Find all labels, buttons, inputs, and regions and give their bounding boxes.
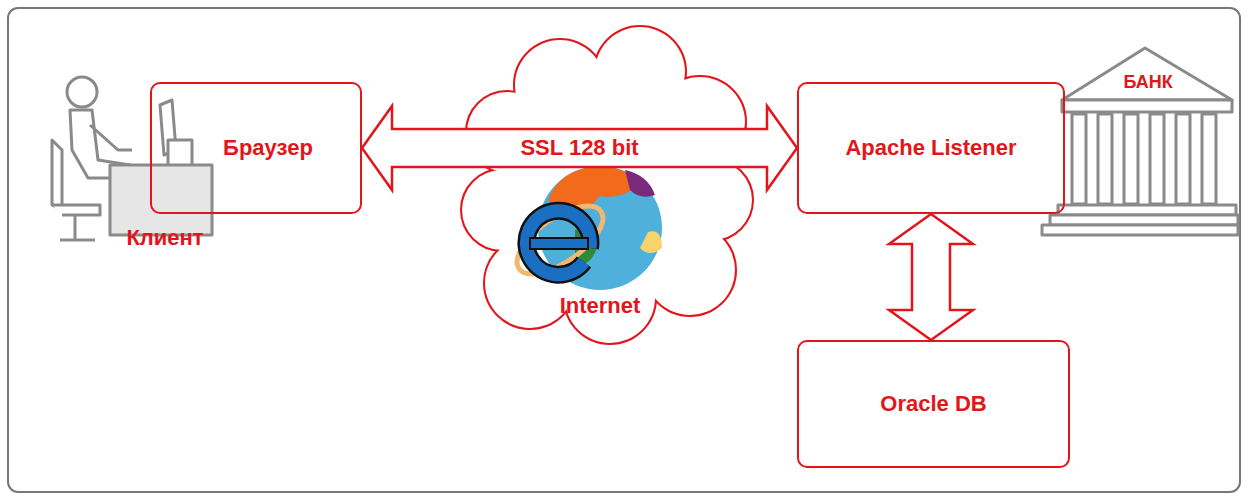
free-label: БАНК — [1123, 72, 1172, 93]
double-arrow — [362, 106, 797, 190]
browser-logo — [506, 193, 613, 286]
box-label: Oracle DB — [880, 391, 986, 417]
client-figure — [52, 77, 212, 240]
process-box: Браузер — [150, 82, 362, 214]
edge-label: SSL 128 bit — [516, 135, 642, 161]
free-label: Клиент — [126, 225, 203, 251]
process-box: Apache Listener — [797, 82, 1065, 214]
process-box: Oracle DB — [797, 340, 1070, 468]
box-label: Apache Listener — [845, 135, 1016, 161]
double-arrow — [889, 214, 973, 340]
box-label: Браузер — [223, 135, 313, 161]
free-label: Internet — [560, 293, 641, 319]
internet-cloud — [462, 27, 752, 343]
outer-frame — [8, 8, 1240, 492]
bank-building — [1042, 48, 1238, 235]
